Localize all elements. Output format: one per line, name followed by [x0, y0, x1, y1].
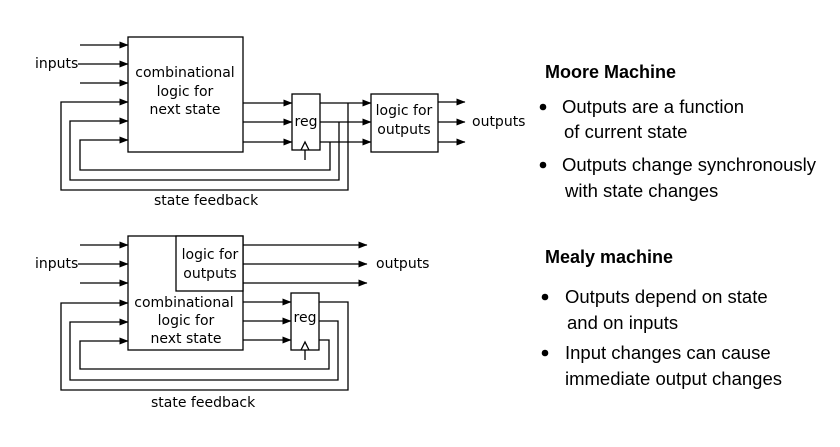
mealy-comb-logic-label: logic for [158, 313, 215, 329]
moore-inputs-label: inputs [35, 56, 78, 72]
moore-diagram: inputs combinational logic for next stat… [35, 36, 525, 209]
mealy-diagram: inputs logic for outputs combinational l… [35, 235, 429, 411]
bullet-icon [541, 293, 549, 301]
bullet-icon [539, 103, 547, 111]
mealy-output-logic-label: outputs [183, 266, 236, 282]
moore-outputs-label: outputs [472, 114, 525, 130]
mealy-heading: Mealy machine [545, 247, 673, 267]
moore-bullet-text: of current state [564, 121, 687, 142]
mealy-reg-label: reg [294, 310, 317, 326]
moore-heading: Moore Machine [545, 62, 676, 82]
moore-comb-logic-label: next state [150, 102, 221, 118]
moore-output-logic-label: logic for [376, 103, 433, 119]
moore-output-logic-label: outputs [377, 122, 430, 138]
moore-reg-label: reg [295, 114, 318, 130]
mealy-feedback-wire [69, 318, 339, 381]
mealy-inputs-label: inputs [35, 256, 78, 272]
mealy-comb-logic-label: next state [151, 331, 222, 347]
mealy-outputs-label: outputs [376, 256, 429, 272]
moore-comb-logic-label: logic for [157, 84, 214, 100]
moore-feedback-wire [69, 117, 340, 181]
moore-feedback-wire [79, 136, 331, 171]
moore-state-register [291, 93, 321, 151]
moore-next-state-logic-block [127, 36, 244, 153]
moore-bullet-text: Outputs are a function [562, 96, 744, 117]
moore-output-logic-block [370, 93, 439, 153]
moore-feedback-wire [60, 98, 349, 191]
moore-feedback-label: state feedback [154, 193, 259, 209]
moore-comb-logic-label: combinational [135, 65, 234, 81]
mealy-feedback-wire [60, 299, 349, 391]
mealy-output-logic-label: logic for [182, 247, 239, 263]
mealy-comb-logic-label: combinational [134, 295, 233, 311]
mealy-bullet-text: Outputs depend on state [565, 286, 768, 307]
mealy-feedback-wire [79, 337, 330, 370]
mealy-bullet-text: and on inputs [567, 312, 678, 333]
moore-clock-icon [300, 140, 310, 151]
moore-description: Moore Machine Outputs are a function of … [539, 62, 817, 201]
moore-bullet-text: Outputs change synchronously [562, 154, 817, 175]
mealy-bullet-text: immediate output changes [565, 368, 782, 389]
bullet-icon [541, 349, 549, 357]
mealy-output-logic-block [175, 235, 244, 292]
mealy-feedback-label: state feedback [151, 395, 256, 411]
mealy-clock-icon [300, 340, 310, 351]
mealy-description: Mealy machine Outputs depend on state an… [541, 247, 782, 389]
mealy-bullet-text: Input changes can cause [565, 342, 771, 363]
moore-bullet-text: with state changes [564, 180, 718, 201]
bullet-icon [539, 161, 547, 169]
